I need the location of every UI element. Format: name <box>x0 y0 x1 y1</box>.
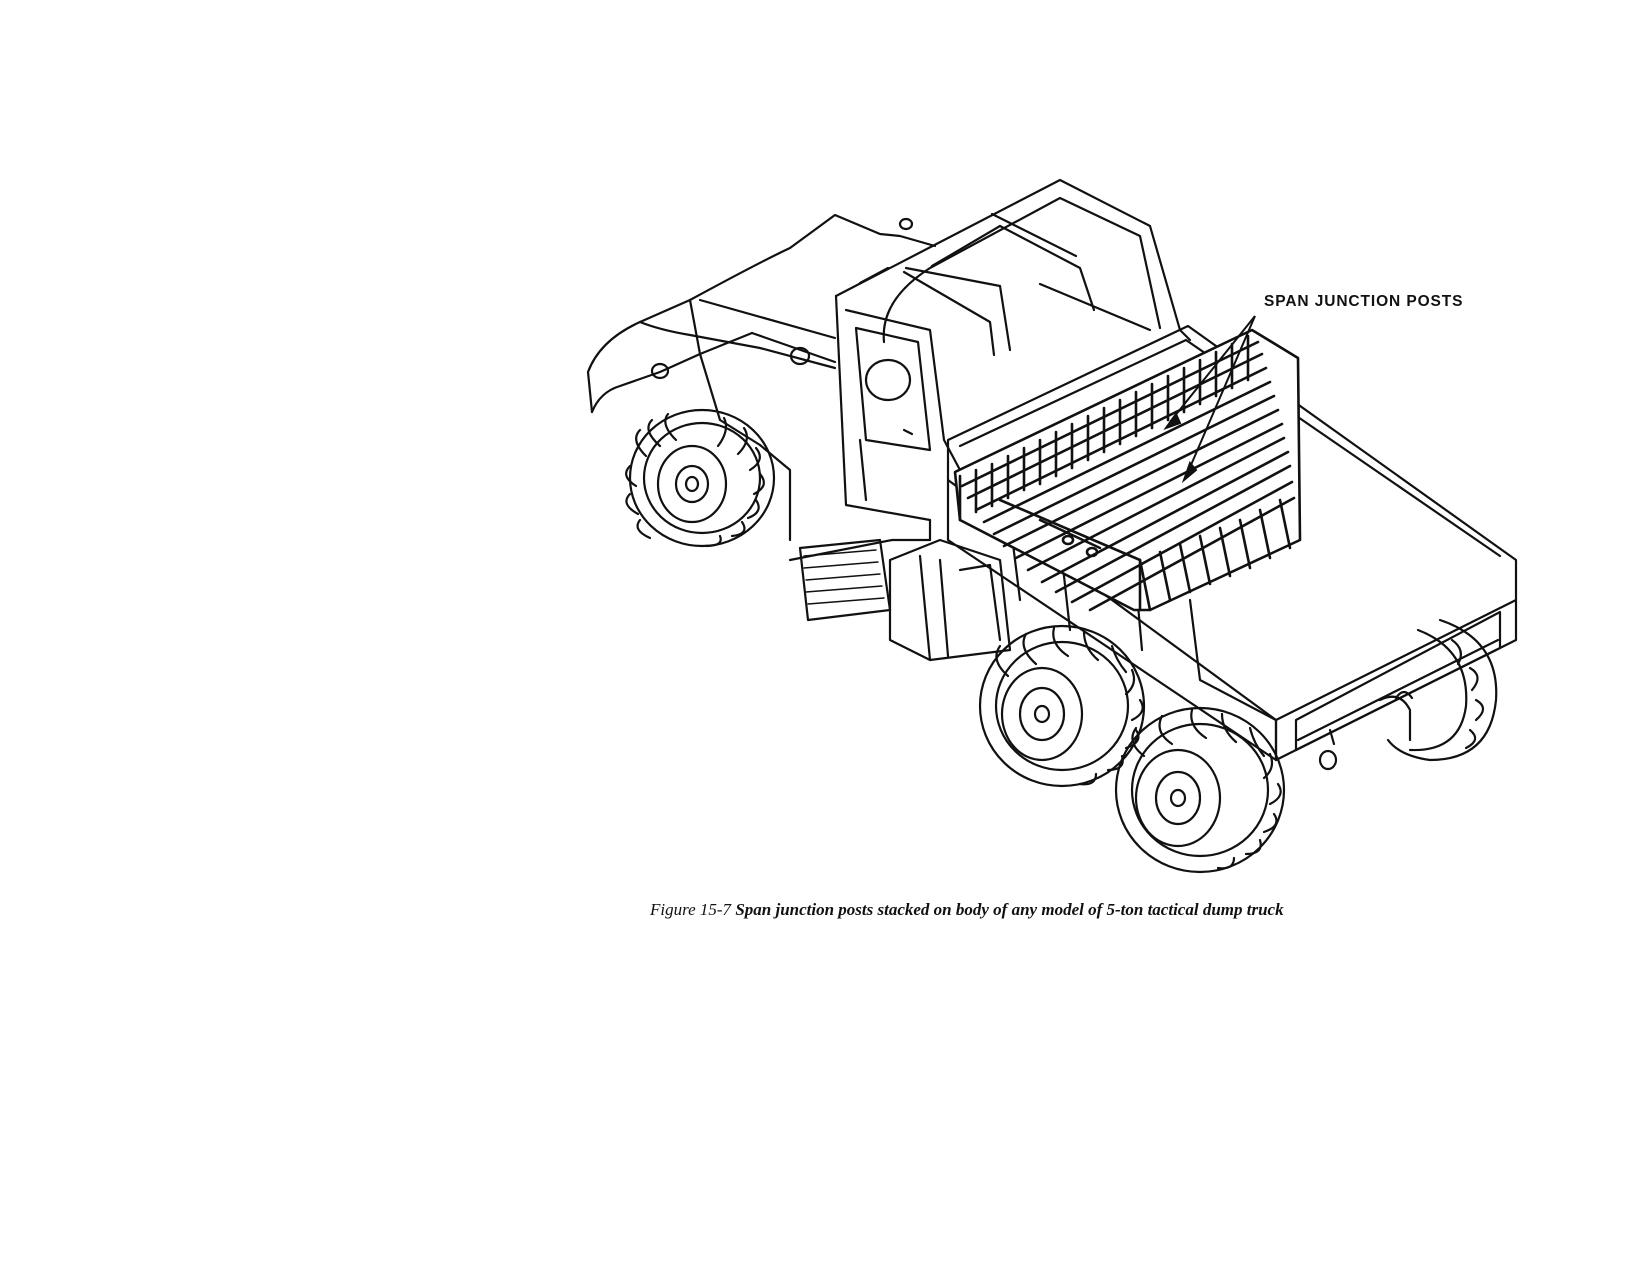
dump-body <box>946 324 1518 762</box>
figure-caption: Figure 15-7 Span junction posts stacked … <box>650 900 1284 920</box>
cab <box>788 178 1182 622</box>
callout-arrowhead-2 <box>1181 461 1198 484</box>
rear-wheel-far <box>1318 618 1498 771</box>
callout-leader-line-2 <box>1187 315 1256 473</box>
span-junction-posts <box>953 328 1302 612</box>
fuel-tank <box>888 538 1012 662</box>
caption-prefix: Figure 15-7 <box>650 900 732 919</box>
callout-arrowhead-1 <box>1163 411 1182 431</box>
callout-leader-line-1 <box>1169 315 1256 423</box>
callout-label: SPAN JUNCTION POSTS <box>1264 293 1464 310</box>
caption-text: Span junction posts stacked on body of a… <box>735 900 1284 919</box>
front-wheel <box>625 408 776 548</box>
rear-wheel-rear <box>1114 706 1286 874</box>
